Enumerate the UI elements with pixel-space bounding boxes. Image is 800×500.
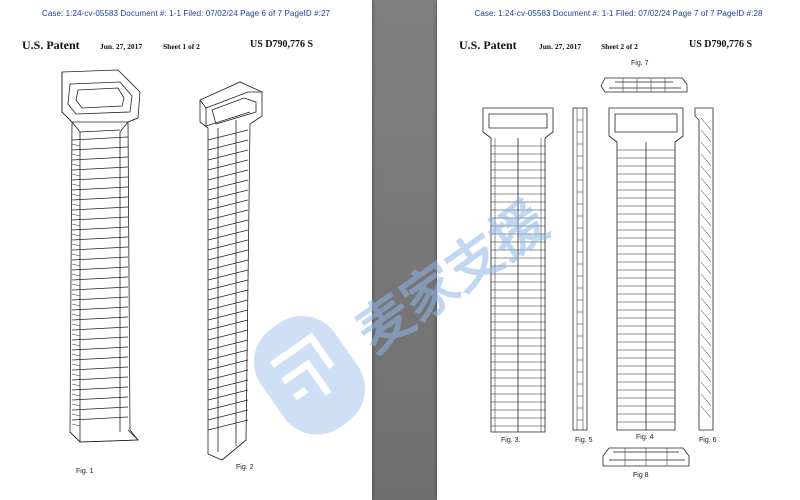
- fig8-drawing: [602, 447, 690, 467]
- patent-drawing-sheet-1: [61, 69, 263, 461]
- fig1-rungs: [71, 136, 129, 427]
- sheet-number: Sheet 1 of 2: [163, 42, 200, 51]
- patent-title: U.S. Patent: [22, 38, 80, 52]
- figure-label: Fig. 2: [236, 464, 254, 471]
- fig1-drawing: [61, 69, 141, 443]
- case-header: Case: 1:24-cv-05583 Document #: 1-1 File…: [474, 9, 763, 18]
- patent-date: Jun. 27, 2017: [539, 42, 582, 51]
- fig7-drawing: [600, 77, 688, 93]
- fig6-drawing: [694, 107, 714, 431]
- patent-page-sheet-1: Case: 1:24-cv-05583 Document #: 1-1 File…: [0, 0, 372, 500]
- patent-number: US D790,776 S: [250, 39, 314, 50]
- patent-page-sheet-2: Case: 1:24-cv-05583 Document #: 1-1 File…: [437, 0, 800, 500]
- figure-label: Fig. 7: [631, 60, 649, 67]
- figure-label: Fig. 5: [575, 437, 593, 444]
- figure-label: Fig. 3.: [501, 437, 521, 444]
- patent-number: US D790,776 S: [689, 39, 753, 50]
- figure-label: Fig 8: [633, 472, 649, 479]
- fig2-drawing: [199, 81, 263, 461]
- patent-title: U.S. Patent: [459, 38, 517, 52]
- case-header: Case: 1:24-cv-05583 Document #: 1-1 File…: [41, 9, 331, 18]
- fig5-drawing: [572, 107, 588, 431]
- patent-date: Jun. 27, 2017: [100, 42, 143, 51]
- figure-label: Fig. 1: [76, 468, 94, 475]
- fig3-drawing: [482, 107, 554, 433]
- figure-label: Fig. 6: [699, 437, 717, 444]
- figure-label: Fig. 4: [636, 434, 654, 441]
- fig4-drawing: [608, 107, 684, 431]
- patent-drawing-sheet-2: [482, 77, 714, 467]
- sheet-number: Sheet 2 of 2: [601, 42, 638, 51]
